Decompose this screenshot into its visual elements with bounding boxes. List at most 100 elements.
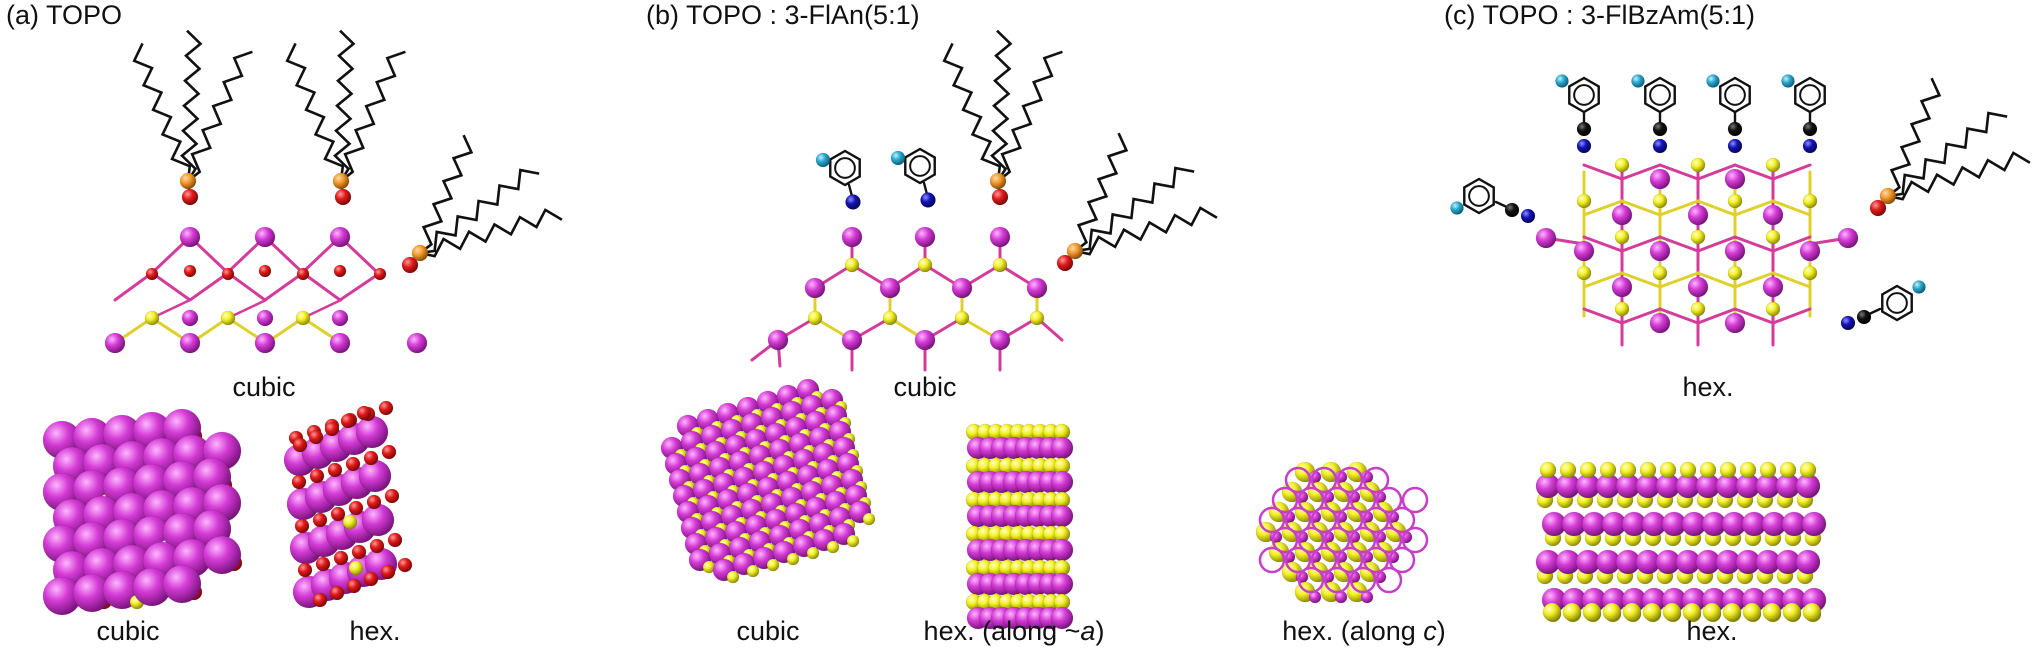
anion-atom [1599,461,1617,479]
oxygen-atom [340,413,356,429]
anion-atom [726,570,740,584]
bond [1658,163,1700,181]
panel-b-bottom-label-cubic: cubic [736,616,799,646]
hex-ring [1323,526,1351,554]
oxygen-atom [334,188,352,206]
alkyl-chain [1887,151,2031,201]
bond [1696,235,1737,253]
anion-atom [786,552,800,566]
bond [1582,199,1624,217]
cation-atom [1573,240,1595,262]
fluorine-atom [1912,280,1926,294]
cation-atom [1724,240,1746,262]
anion-atom [1690,157,1706,173]
bond [1696,271,1737,289]
cation-atom [767,329,789,351]
cation-atom [1535,227,1557,249]
cation-atom [914,226,936,248]
oxygen-atom [381,444,397,460]
hex-a-italic: a [1080,616,1095,646]
anion-atom [1642,602,1662,622]
fluoroaniline-ligand [890,147,936,208]
anion-atom [1799,461,1817,479]
anion-atom [806,546,820,560]
oxygen-atom [294,518,310,534]
phosphorus-atom [1879,187,1897,205]
hex-ring [1401,526,1429,554]
oxygen-atom [397,557,413,573]
oxygen-atom [333,550,349,566]
cation-atom [1026,277,1048,299]
oxygen-atom [315,556,331,572]
anion-atom [1802,265,1818,281]
bond [1620,199,1662,217]
hex-ring [1336,466,1364,494]
oxygen-atom [363,571,379,587]
cation-atom [256,309,274,327]
hex-ring [1375,526,1403,554]
hex-ring [1258,506,1286,534]
hex-ring [1362,506,1390,534]
alkyl-chain [285,42,345,182]
hex-ring [1271,486,1299,514]
bond [1771,199,1812,217]
fluorine-atom [815,152,831,168]
topo-ligand [942,29,1063,206]
nitrogen-atom [1727,138,1743,154]
anion-atom [1765,157,1781,173]
hex-nanocrystal-along-c [1255,461,1429,604]
oxygen-atom [401,256,419,274]
aromatic-circle [1799,84,1821,106]
phosphorus-atom [1066,242,1084,260]
anion-atom [862,512,876,526]
bond [1696,163,1737,181]
anion-atom [1682,602,1702,622]
anion-atom [1562,602,1582,622]
anion-atom [1802,602,1822,622]
hex-ring [1375,486,1403,514]
cation-atom [181,309,199,327]
anion-atom [1779,461,1797,479]
oxygen-atom [387,532,403,548]
bond [1733,307,1775,325]
cation-atom [1050,504,1074,528]
hex-ring [1388,546,1416,574]
aromatic-circle [1649,84,1671,106]
bond [301,298,343,320]
phosphorus-atom [989,172,1007,190]
benzene-ring [904,147,936,185]
cation-atom [162,564,202,604]
cation-atom [361,503,395,537]
hex-ring [1323,486,1351,514]
cation-atom [841,329,863,351]
bond [1582,235,1624,253]
oxygen-atom [1056,254,1074,272]
hex-ring [1258,546,1286,574]
bond [1771,163,1812,181]
cation-atom [1762,276,1784,298]
hex-ring [1297,486,1325,514]
cation-atom [1649,168,1671,190]
hex-ring [1362,466,1390,494]
anion-atom [1602,602,1622,622]
topo-ligand [285,29,406,206]
cation-atom [329,332,351,354]
nitrogen-atom [1576,138,1592,154]
anion-atom [1679,461,1697,479]
cation-atom [804,277,826,299]
carbon-atom [1802,121,1818,137]
hex-ring [1388,506,1416,534]
cation-atom [179,332,201,354]
oxygen-atom [324,421,340,437]
anion-atom [954,310,970,326]
bond [188,271,230,302]
cation-atom [1050,436,1074,460]
bond [301,271,342,302]
cation-atom [1050,606,1074,630]
oxygen-atom [296,267,310,281]
anion-atom [1699,461,1717,479]
bond [1733,271,1775,289]
anion-atom [746,564,760,578]
cation-atom [1687,276,1709,298]
